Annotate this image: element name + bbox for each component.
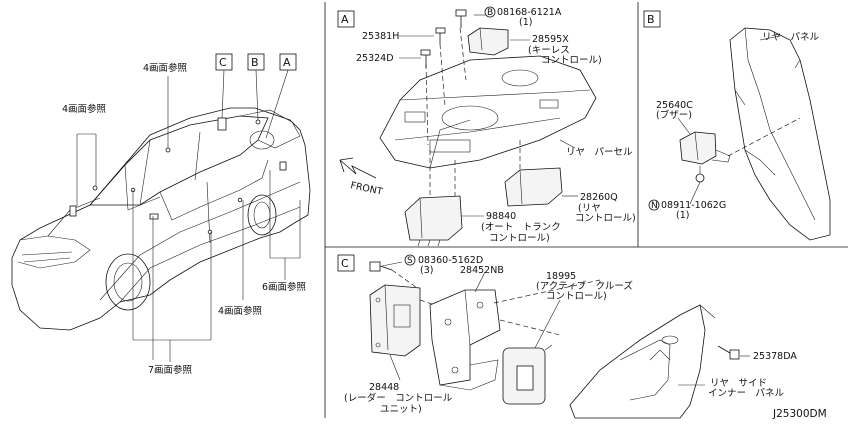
nut-circle-label: N [651,201,658,211]
car-labels: C B A 4画面参照 4画面参照 4画面参照 6画面参照 7画面参照 [62,56,307,376]
part-28448-name: (レーダー コントロール [344,392,453,404]
nut-icon [695,173,705,183]
part-25640c-name: (ブザー) [656,109,692,121]
rear-side-inner-panel-shape [569,304,706,419]
bolt-quantity: (1) [519,17,532,28]
diagram-code: J25300DM [772,408,827,420]
part-28260q-name: (リヤ [578,203,601,214]
screw-icon [455,9,467,28]
auto-trunk-control-unit [404,195,463,241]
ref-label-left: 4画面参照 [62,103,107,115]
part-28595x-name2: コントロール) [541,55,602,66]
panel-b: B [643,10,831,241]
screw-icon [435,27,446,44]
part-28595x: 28595X [532,34,569,45]
rear-control-unit [504,167,563,207]
panel-c-labels: S 08360-5162D (3) 28452NB 18995 (アクティブ ク… [344,254,827,420]
part-25324d: 25324D [356,53,394,64]
part-28452nb: 28452NB [460,265,504,276]
bracket-28452nb [429,289,501,386]
bolt-icon [369,261,393,272]
part-18995-name: (アクティブ クルーズ [536,280,633,292]
ref-label-bottom: 4画面参照 [218,305,263,317]
ref-label-top: 4画面参照 [143,62,188,74]
part-28260q-name2: コントロール) [575,213,636,224]
side-panel-label: リヤ サイド [710,378,767,389]
part-28595x-name: (キーレス [528,45,570,56]
panel-a-labels: B 08168-6121A (1) 25381H 25324D 28595X (… [349,6,636,244]
part-98840: 98840 [486,211,516,222]
box-b-label: B [251,56,259,69]
part-18995-name2: コントロール) [546,291,607,302]
panel-a: A [337,9,597,247]
panel-c: C [337,254,750,419]
part-28448: 28448 [369,382,399,393]
part-25381h: 25381H [362,31,399,42]
part-28260q: 28260Q [580,192,618,203]
bolt-part-number: 08168-6121A [497,7,562,18]
part-98840-name2: コントロール) [489,233,550,244]
nut-part-number: 08911-1062G [661,200,726,211]
rear-panel-shape [729,27,831,241]
keyless-control-unit [467,27,509,56]
rear-panel-label: リヤ パネル [762,32,820,43]
screw-icon [420,49,431,68]
part-25378da: 25378DA [753,351,797,362]
part-18995: 18995 [546,271,576,282]
front-label: FRONT [349,180,383,198]
part-28448-name2: ユニット) [380,404,422,415]
box-a-label: A [283,56,291,69]
panel-b-letter: B [647,13,655,26]
bolt-circle-label: B [487,8,493,18]
panel-b-labels: リヤ パネル 25640C (ブザー) N 08911-1062G (1) [648,32,820,221]
part-25640c: 25640C [656,100,693,111]
side-panel-label2: インナー パネル [708,388,785,399]
ref-label-6: 6画面参照 [262,281,307,293]
bolt-quantity: (3) [420,265,433,276]
ref-label-7: 7画面参照 [148,364,193,376]
nut-quantity: (1) [676,210,689,221]
front-arrow-icon [339,157,377,179]
radar-control-unit [369,284,421,357]
rear-parcel-label: リヤ パーセル [566,147,633,158]
bolt-icon [717,345,740,360]
bolt-part-number: 08360-5162D [418,255,483,266]
car-illustration [11,107,311,331]
panel-a-letter: A [341,13,349,26]
car-leaders [76,53,301,362]
frame-lines [324,2,848,418]
bolt-circle-label: S [407,256,413,266]
panel-c-letter: C [341,257,349,270]
part-98840-name: (オート トランク [481,222,561,233]
box-c-label: C [219,56,227,69]
